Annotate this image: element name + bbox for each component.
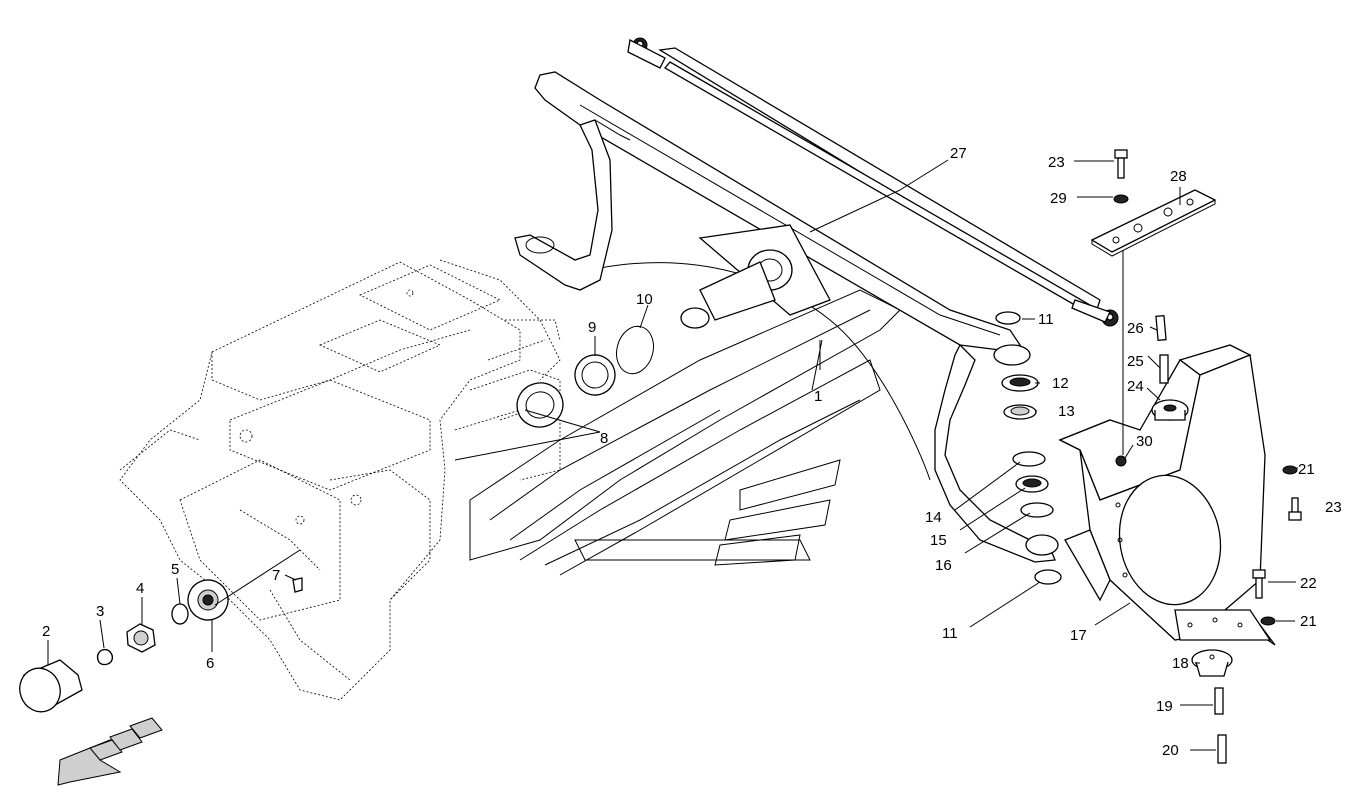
pivot-small-parts xyxy=(995,311,1062,585)
callout-25: 25 xyxy=(1127,353,1144,370)
callout-6: 6 xyxy=(206,655,214,672)
callout-30: 30 xyxy=(1136,433,1153,450)
callout-9: 9 xyxy=(588,319,596,336)
callout-24: 24 xyxy=(1127,378,1144,395)
callout-23-top: 23 xyxy=(1048,154,1065,171)
callout-12: 12 xyxy=(1052,375,1069,392)
callout-11-top: 11 xyxy=(1038,311,1054,328)
callout-11-bottom: 11 xyxy=(942,625,958,642)
callout-1: 1 xyxy=(814,388,822,405)
callout-15: 15 xyxy=(930,532,947,549)
callout-18: 18 xyxy=(1172,655,1189,672)
callout-21-lower: 21 xyxy=(1300,613,1317,630)
front-axle-beam xyxy=(514,71,1059,563)
callout-7: 7 xyxy=(272,567,280,584)
callout-labels: 1 2 3 4 5 6 7 8 9 10 11 11 12 13 14 15 1… xyxy=(42,145,1342,759)
chassis-frame-phantom xyxy=(119,259,561,701)
callout-26: 26 xyxy=(1127,320,1144,337)
tie-rod xyxy=(627,37,1119,327)
callout-23-side: 23 xyxy=(1325,499,1342,516)
hub-parts xyxy=(19,577,303,713)
callout-14: 14 xyxy=(925,509,942,526)
fender-phantom xyxy=(469,262,931,576)
callout-28: 28 xyxy=(1170,168,1187,185)
axle-support-bracket xyxy=(1058,344,1276,646)
callout-5: 5 xyxy=(171,561,179,578)
callout-17: 17 xyxy=(1070,627,1087,644)
callout-20: 20 xyxy=(1162,742,1179,759)
callout-8: 8 xyxy=(600,430,608,447)
callout-2: 2 xyxy=(42,623,50,640)
callout-16: 16 xyxy=(935,557,952,574)
kingpin-bearing-set xyxy=(516,325,654,428)
leader-lines xyxy=(47,159,1298,751)
callout-10: 10 xyxy=(636,291,653,308)
callout-3: 3 xyxy=(96,603,104,620)
callout-27: 27 xyxy=(950,145,967,162)
callout-22: 22 xyxy=(1300,575,1317,592)
front-direction-arrow-icon xyxy=(57,717,163,786)
mounting-plate xyxy=(1090,189,1217,257)
callout-29: 29 xyxy=(1050,190,1067,207)
callout-19: 19 xyxy=(1156,698,1173,715)
callout-4: 4 xyxy=(136,580,144,597)
callout-21-upper: 21 xyxy=(1298,461,1315,478)
callout-13: 13 xyxy=(1058,403,1075,420)
fasteners xyxy=(1113,149,1302,764)
